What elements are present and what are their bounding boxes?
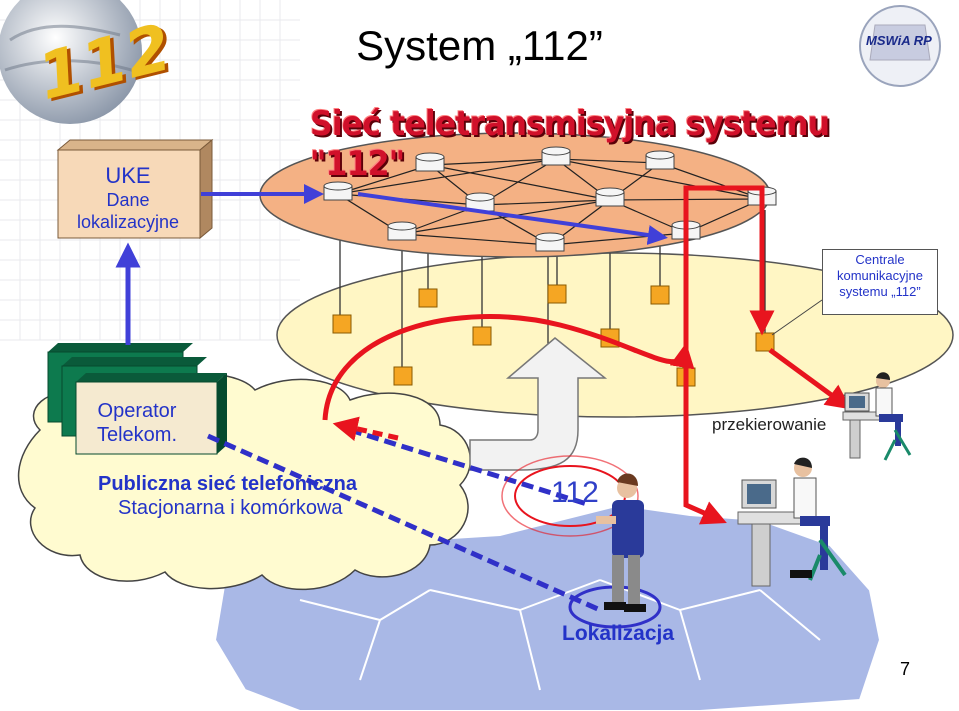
node-icon xyxy=(595,187,625,207)
cloud-to-location-dotted xyxy=(349,427,591,508)
redirect-to-operator-arrow xyxy=(768,347,852,410)
node-icon xyxy=(387,221,417,241)
node-icon xyxy=(323,181,353,201)
mswia-logo-icon xyxy=(859,5,941,87)
public-network-title: Publiczna sieć telefoniczna xyxy=(98,473,357,495)
node-icon xyxy=(415,152,445,172)
globe-logo-icon xyxy=(0,0,142,124)
public-network-subtitle: Stacjonarna i komórkowa xyxy=(118,497,343,519)
centrale-line: systemu „112” xyxy=(839,284,921,299)
uke-subtitle: Dane xyxy=(106,190,150,210)
call-red-arrow xyxy=(322,314,695,421)
exchange-icon xyxy=(650,285,670,305)
network-red-arrow xyxy=(683,185,775,390)
page-title: System „112” xyxy=(356,22,603,69)
centrale-line: Centrale xyxy=(855,252,905,267)
operator-label: Operator Telekom. xyxy=(72,399,202,447)
redirect-red-arrow xyxy=(683,390,727,525)
exchange-icon xyxy=(418,288,438,308)
location-to-network-arrow xyxy=(357,192,668,245)
upward-arrow xyxy=(469,337,608,471)
page-number: 7 xyxy=(900,659,911,679)
network-title: Sieć teletransmisyjna systemu "112" xyxy=(310,104,830,184)
location-label: Lokalizacja xyxy=(562,622,675,645)
node-icon xyxy=(535,232,565,252)
node-icon xyxy=(541,146,571,166)
operator-line: Telekom. xyxy=(96,424,178,446)
dotted-red-arrow xyxy=(332,416,399,442)
uke-box xyxy=(56,138,214,240)
exchange-icon xyxy=(393,366,413,386)
operator-desk-icon xyxy=(842,372,912,461)
node-icon xyxy=(465,192,495,212)
exchange-icon xyxy=(547,284,567,304)
node-icon xyxy=(645,150,675,170)
redirect-label: przekierowanie xyxy=(712,415,827,434)
operator-desk-icon xyxy=(737,457,847,587)
operator-line: Operator xyxy=(97,400,177,422)
caller-person-icon xyxy=(596,473,646,612)
centrale-line: komunikacyjne xyxy=(837,268,923,283)
emergency-call-number: 112 xyxy=(551,476,599,509)
mswia-logo-text: MSWiA RP xyxy=(866,33,932,48)
operator-boxes xyxy=(47,343,227,455)
uke-subtitle: lokalizacyjne xyxy=(76,212,180,232)
exchange-icon xyxy=(472,326,492,346)
uke-title: UKE xyxy=(105,163,151,188)
exchange-icon xyxy=(332,314,352,334)
centrale-callout: Centrale komunikacyjne systemu „112” xyxy=(822,249,938,315)
